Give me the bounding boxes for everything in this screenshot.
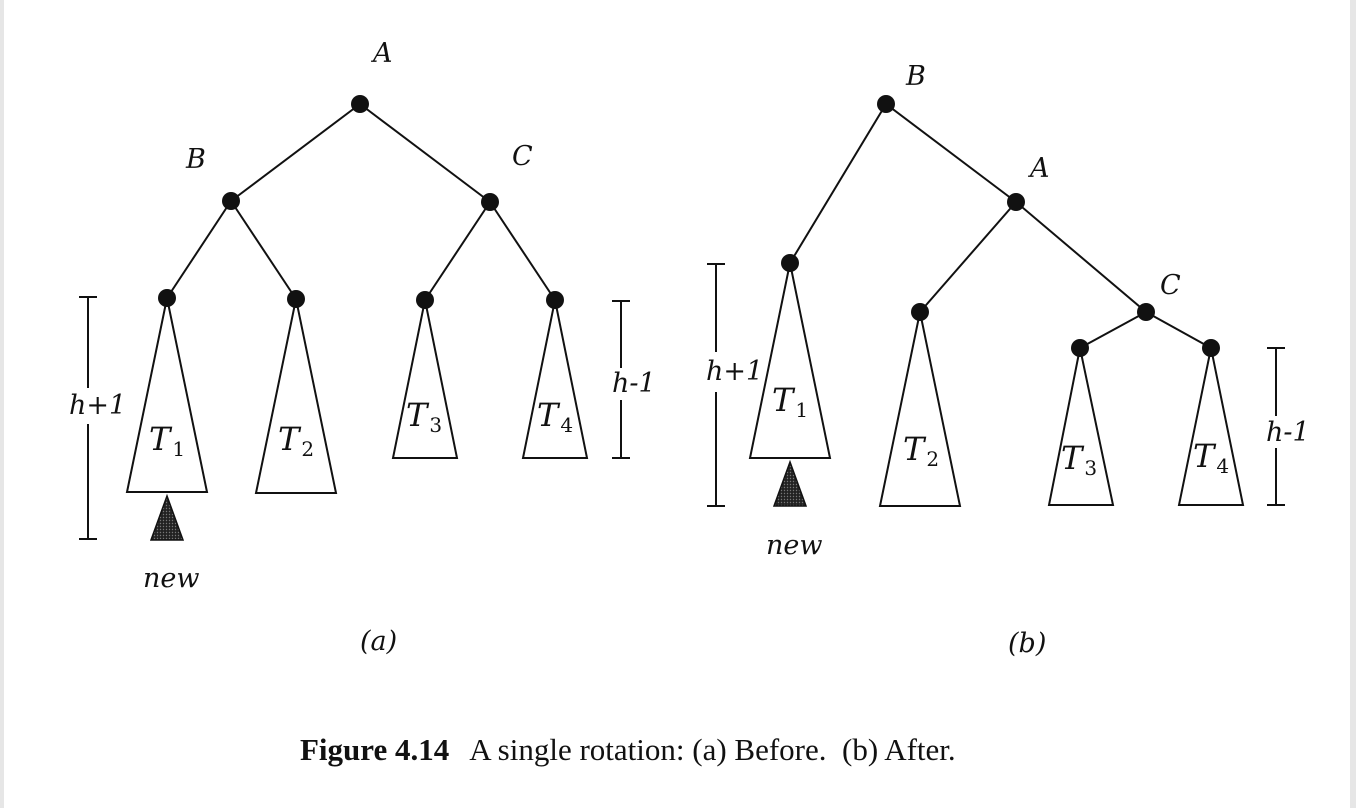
edge-b-a (885, 103, 1017, 203)
node-t2-root-b (911, 303, 929, 321)
figure-caption: Figure 4.14 A single rotation: (a) Before… (300, 732, 956, 767)
height-bracket-left-a (79, 296, 97, 540)
caption-b: (b) (1008, 628, 1046, 659)
subtree-t3 (391, 299, 459, 459)
label-b-low: C (1160, 270, 1181, 301)
node-t4-root (546, 291, 564, 309)
subtree-t4 (521, 299, 589, 459)
subtree-t2 (254, 298, 338, 494)
node-t3-root (416, 291, 434, 309)
node-a-left (222, 192, 240, 210)
caption-a: (a) (360, 626, 397, 657)
height-bracket-right-a (612, 300, 630, 459)
subtree-t1 (125, 297, 209, 493)
edge-a-t2 (919, 201, 1017, 313)
edge-c-t3 (1079, 311, 1147, 349)
height-label-left-a: h+1 (69, 390, 126, 421)
label-a-root: A (370, 38, 393, 69)
edge-a-c (1015, 201, 1147, 313)
subtree-t3-b (1047, 347, 1115, 506)
node-b-mid (1007, 193, 1025, 211)
node-t2-root (287, 290, 305, 308)
node-t3-root-b (1071, 339, 1089, 357)
node-t1-root (158, 289, 176, 307)
edge-a-c (359, 103, 491, 203)
edge-c-t4 (489, 201, 556, 301)
node-a-right (481, 193, 499, 211)
height-label-right-a: h-1 (612, 368, 656, 399)
label-b-root: B (905, 61, 926, 92)
new-label-b: new (766, 530, 822, 561)
node-b-root (877, 95, 895, 113)
subtree-t1-b (748, 262, 832, 459)
label-a-left: B (185, 144, 206, 175)
page-left-edge (0, 0, 4, 808)
edge-b-t1 (166, 200, 232, 299)
height-label-left-b: h+1 (706, 356, 763, 387)
node-t4-root-b (1202, 339, 1220, 357)
new-label-a: new (143, 563, 199, 594)
label-a-right: C (512, 141, 533, 172)
figure-number: Figure 4.14 (300, 732, 449, 767)
label-b-mid: A (1027, 153, 1050, 184)
new-node-a (149, 493, 185, 541)
height-label-right-b: h-1 (1266, 417, 1310, 448)
edge-c-t3 (424, 201, 491, 301)
subtree-t2-b (878, 311, 962, 507)
node-a-root (351, 95, 369, 113)
height-bracket-right-b (1267, 347, 1285, 506)
edge-a-b (230, 103, 361, 202)
node-t1-root-b (781, 254, 799, 272)
node-b-low (1137, 303, 1155, 321)
figure-caption-text: A single rotation: (a) Before. (b) After… (469, 732, 955, 767)
new-node-b (772, 459, 808, 507)
page-right-edge (1350, 0, 1356, 808)
edge-b-t2 (230, 200, 297, 300)
subtree-t4-b (1177, 347, 1245, 506)
edge-b-t1 (789, 103, 887, 264)
height-bracket-left-b (707, 263, 725, 507)
edge-c-t4 (1145, 311, 1212, 349)
